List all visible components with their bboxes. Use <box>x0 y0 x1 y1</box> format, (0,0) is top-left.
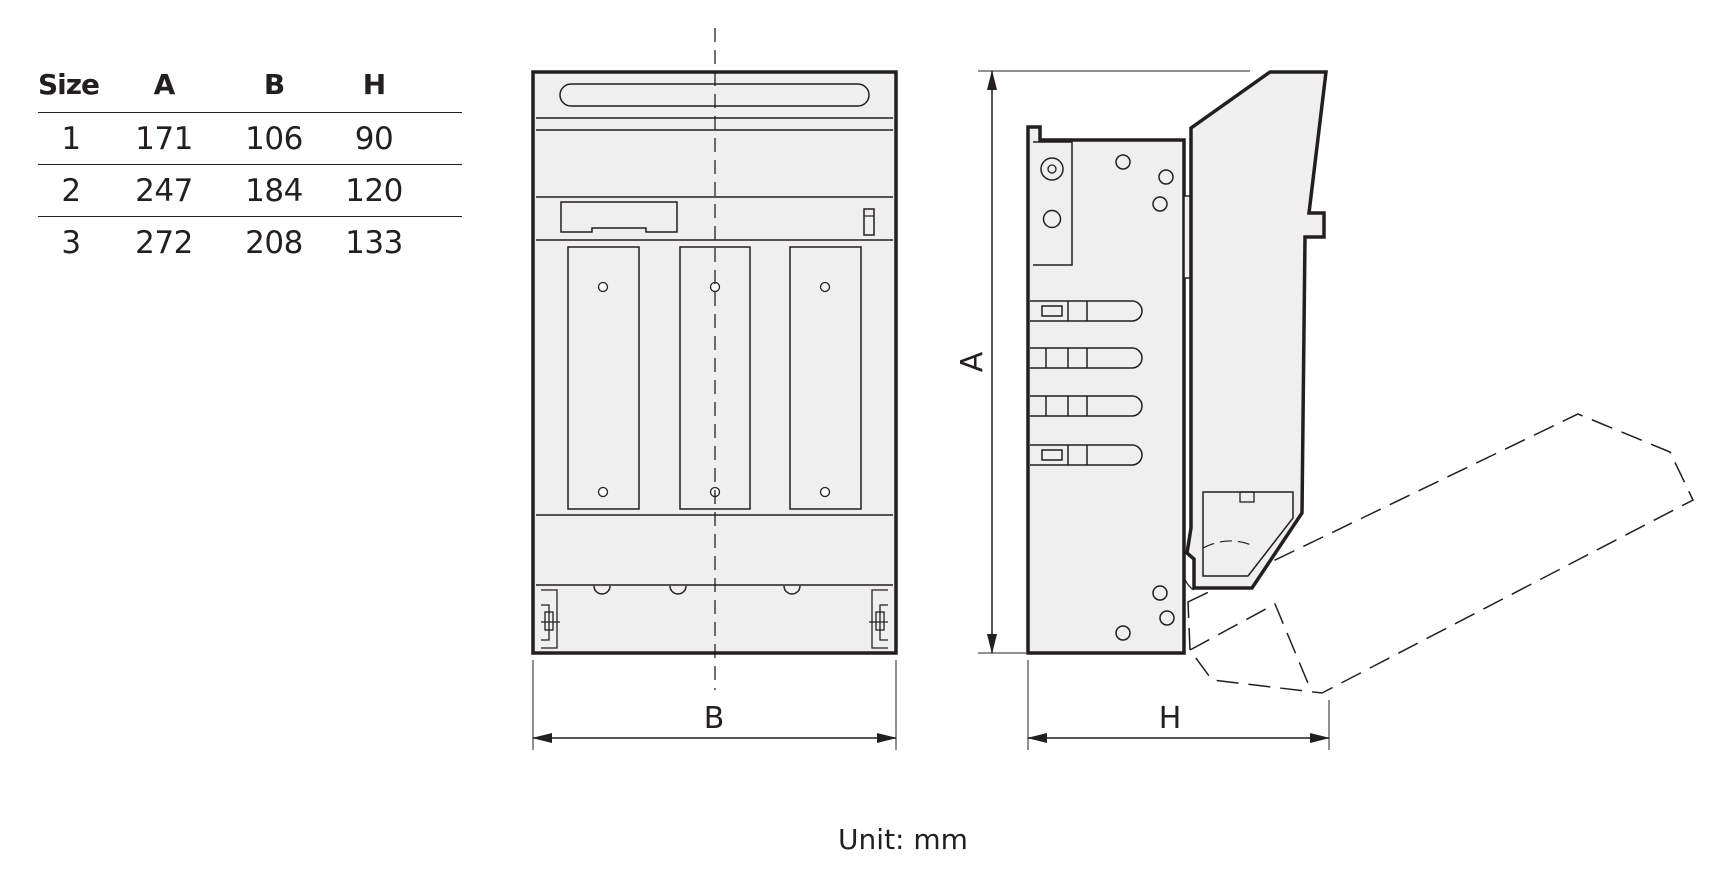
dimension-a-label: A <box>955 351 990 372</box>
cell-b: 208 <box>245 224 303 261</box>
unit-note: Unit: mm <box>838 823 968 856</box>
mounting-clip <box>541 589 560 649</box>
fuse-carrier <box>567 246 640 510</box>
contact-terminal <box>1030 395 1143 417</box>
cell-b: 106 <box>224 112 324 165</box>
dimension-b-label: B <box>704 701 725 736</box>
cell-h: 90 <box>324 112 424 165</box>
header-a: A <box>104 56 224 113</box>
lid-pocket <box>1202 491 1294 577</box>
cell-a: 272 <box>135 224 193 261</box>
dimension-a <box>978 70 1250 654</box>
dimension-h-label: H <box>1159 701 1182 736</box>
side-body <box>1026 125 1186 655</box>
cell-a: 171 <box>104 112 224 165</box>
dimension-h <box>1027 660 1330 750</box>
header-b: B <box>224 56 324 113</box>
cell-a: 247 <box>104 164 224 217</box>
mounting-clip <box>869 589 888 649</box>
table-row: 2 247 184 120 <box>38 164 462 217</box>
cell-size: 2 <box>38 164 104 217</box>
table-row: 1 171 106 90 <box>38 112 462 165</box>
fuse-carrier <box>679 246 751 510</box>
contact-terminal <box>1030 347 1143 369</box>
open-lid-outline <box>1187 413 1694 694</box>
cell-h: 120 <box>324 164 424 217</box>
cell-h: 133 <box>345 224 403 261</box>
cell-b: 184 <box>224 164 324 217</box>
contact-terminal <box>1030 444 1143 466</box>
mounting-plate <box>1033 141 1073 266</box>
fuse-carrier <box>789 246 862 510</box>
header-size: Size <box>38 56 104 113</box>
side-view <box>1026 70 1694 694</box>
front-view <box>531 28 898 690</box>
dimension-table: Size A B H 1 171 106 90 2 247 184 120 3 … <box>38 56 462 268</box>
contact-terminal <box>1030 300 1143 322</box>
header-h: H <box>324 56 424 113</box>
fuse-indicator <box>560 201 678 233</box>
cell-size: 3 <box>61 224 81 261</box>
dimension-table-header: Size A B H <box>38 56 462 113</box>
dimension-b <box>532 660 897 750</box>
table-row: 3 272 208 133 <box>38 217 462 269</box>
cell-size: 1 <box>38 112 104 165</box>
fuse-lid <box>1185 70 1328 590</box>
indicator-tab <box>863 208 875 236</box>
